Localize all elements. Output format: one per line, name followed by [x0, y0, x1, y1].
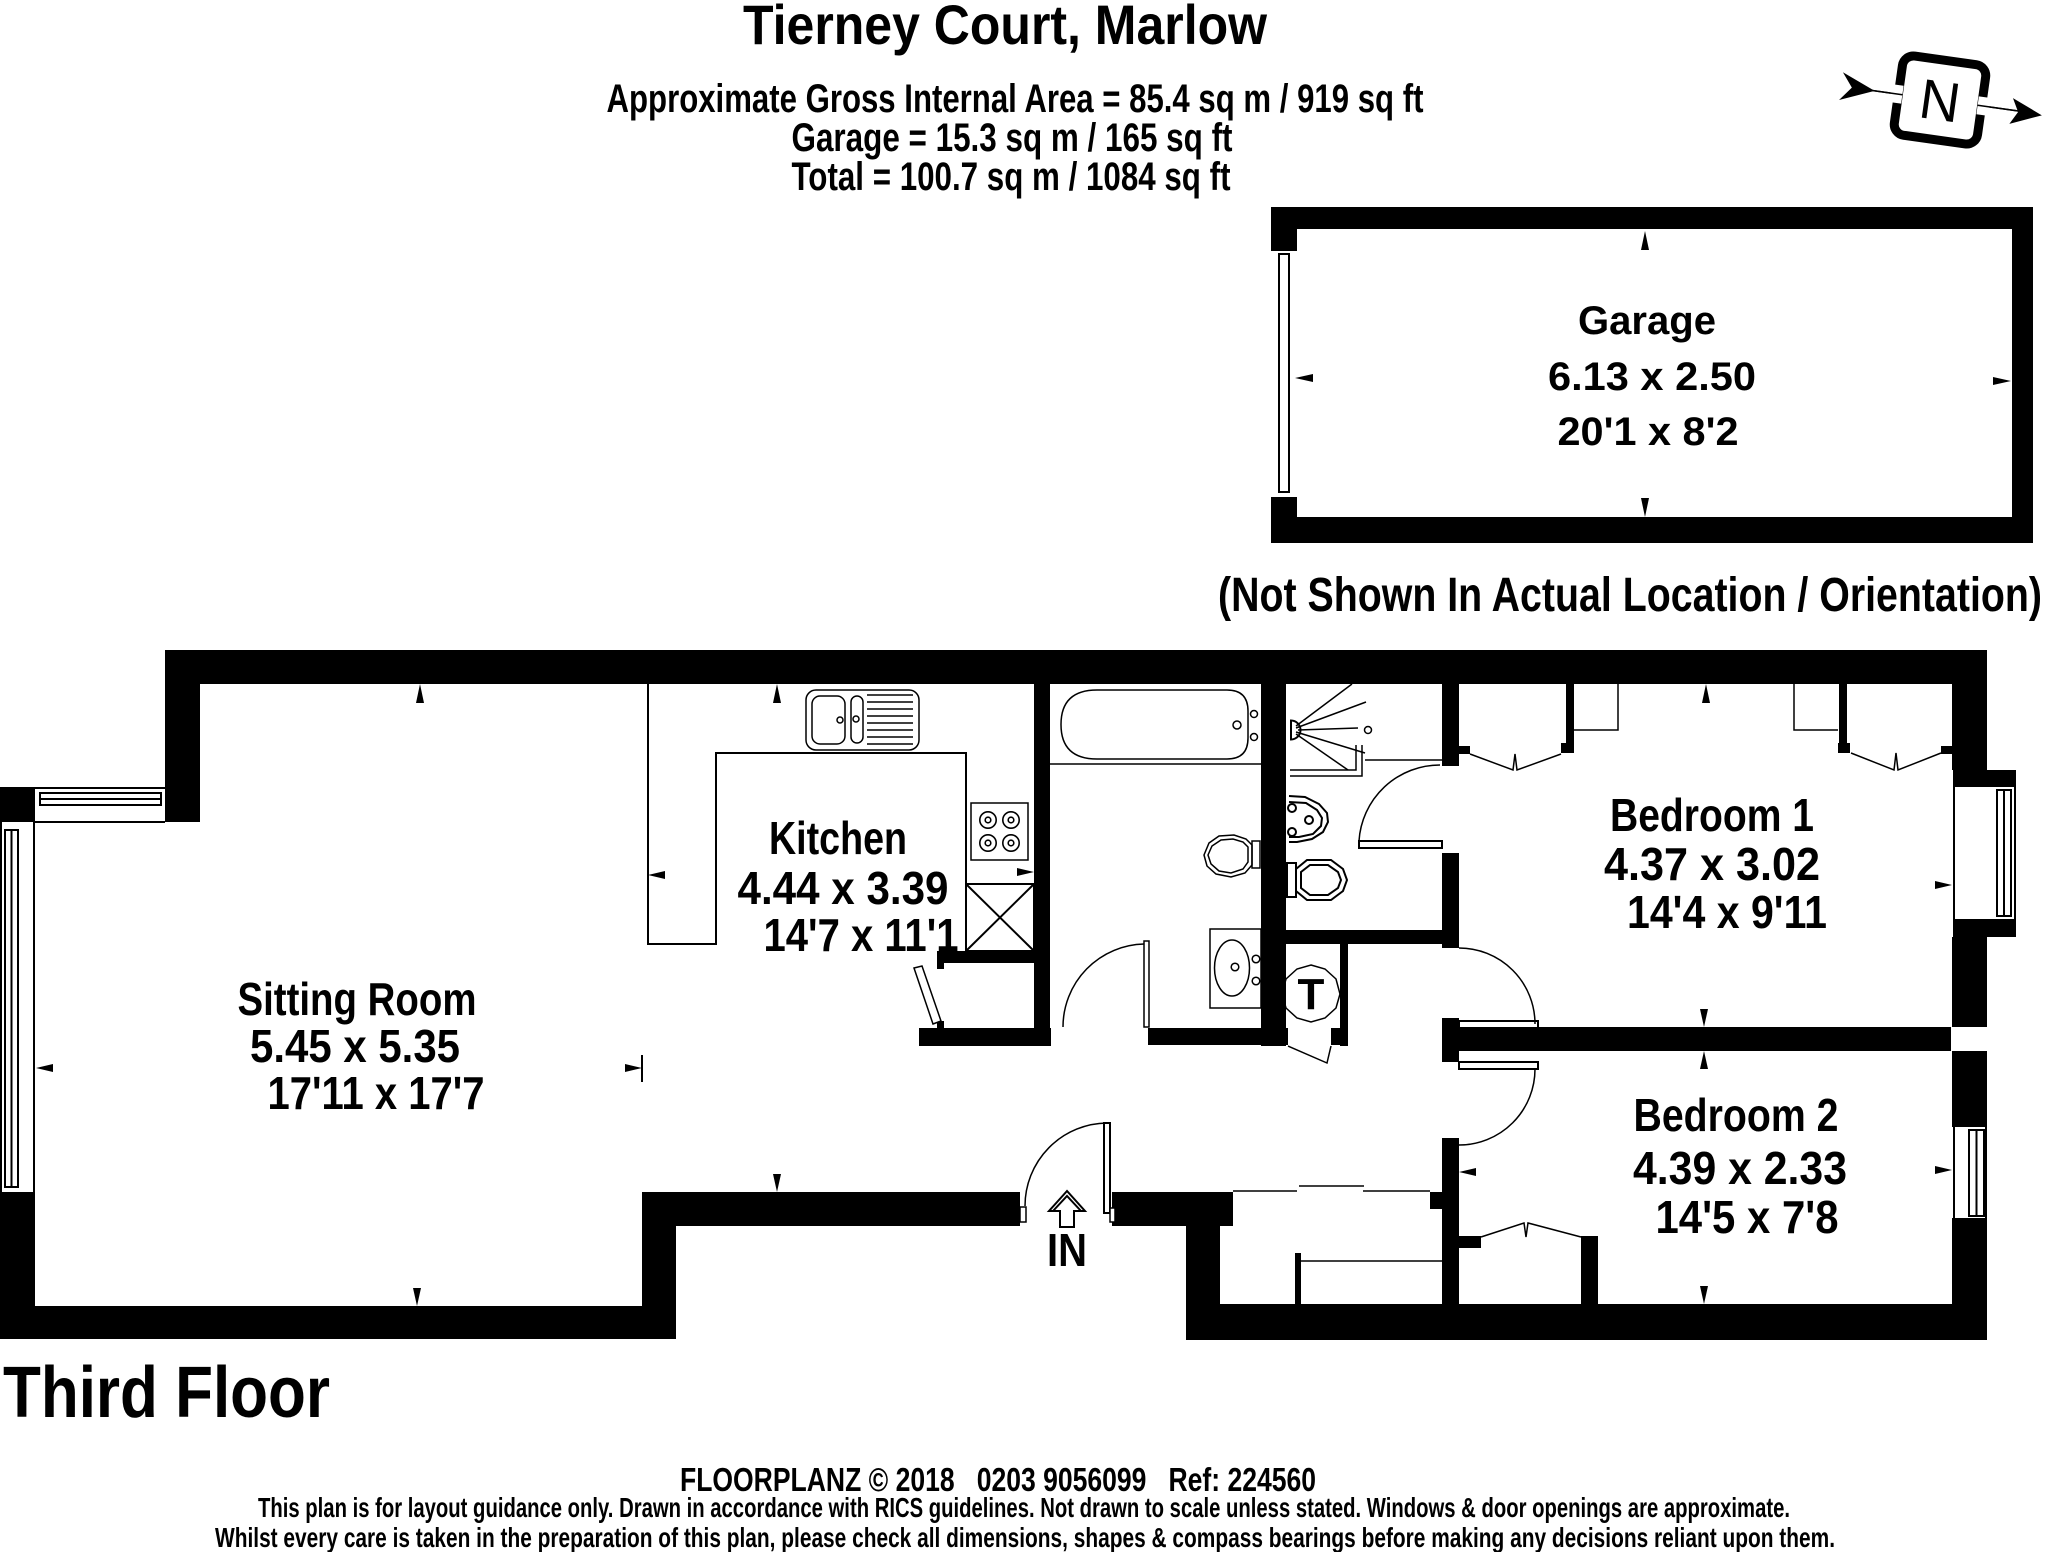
svg-text:IN: IN [1047, 1224, 1087, 1276]
svg-text:Approximate Gross Internal Are: Approximate Gross Internal Area = 85.4 s… [607, 77, 1424, 121]
svg-text:Whilst every care is taken in: Whilst every care is taken in the prepar… [215, 1522, 1835, 1552]
svg-text:Total = 100.7 sq m / 1084 sq f: Total = 100.7 sq m / 1084 sq ft [792, 155, 1231, 199]
svg-text:4.39 x 2.33: 4.39 x 2.33 [1633, 1142, 1847, 1194]
svg-text:6.13 x 2.50: 6.13 x 2.50 [1548, 355, 1756, 399]
svg-text:14'4 x 9'11: 14'4 x 9'11 [1627, 886, 1827, 938]
svg-text:5.45 x 5.35: 5.45 x 5.35 [250, 1020, 460, 1072]
svg-text:14'7 x 11'1: 14'7 x 11'1 [764, 909, 959, 961]
svg-text:FLOORPLANZ © 2018 0203 90560: FLOORPLANZ © 2018 0203 9056099 Ref: 2245… [680, 1461, 1316, 1498]
svg-text:Garage: Garage [1578, 299, 1716, 343]
svg-text:14'5 x 7'8: 14'5 x 7'8 [1656, 1191, 1839, 1243]
svg-text:20'1 x 8'2: 20'1 x 8'2 [1558, 410, 1739, 454]
svg-text:This plan is for layout guidan: This plan is for layout guidance only. D… [258, 1492, 1790, 1523]
svg-text:(Not Shown In Actual Location: (Not Shown In Actual Location / Orientat… [1218, 569, 2042, 622]
svg-text:N: N [1916, 66, 1965, 134]
svg-text:Garage = 15.3 sq m / 165 sq ft: Garage = 15.3 sq m / 165 sq ft [792, 116, 1233, 160]
svg-text:Third Floor: Third Floor [3, 1353, 330, 1433]
svg-text:Bedroom 1: Bedroom 1 [1610, 789, 1814, 841]
svg-text:Tierney Court, Marlow: Tierney Court, Marlow [743, 0, 1267, 56]
svg-text:T: T [1298, 970, 1325, 1019]
svg-text:4.44 x 3.39: 4.44 x 3.39 [738, 862, 949, 914]
svg-text:17'11 x 17'7: 17'11 x 17'7 [268, 1067, 485, 1119]
svg-text:Kitchen: Kitchen [769, 812, 907, 864]
svg-text:4.37 x 3.02: 4.37 x 3.02 [1604, 838, 1820, 890]
svg-text:Sitting Room: Sitting Room [238, 973, 477, 1025]
svg-text:Bedroom 2: Bedroom 2 [1634, 1089, 1839, 1141]
